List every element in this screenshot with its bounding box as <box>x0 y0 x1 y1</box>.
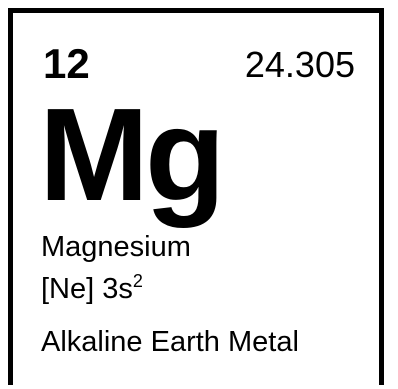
configuration-core: [Ne] 3s <box>41 273 133 305</box>
electron-configuration: [Ne] 3s2 <box>41 272 143 305</box>
element-category: Alkaline Earth Metal <box>41 326 299 358</box>
element-tile: 12 24.305 Mg Magnesium [Ne] 3s2 Alkaline… <box>8 8 384 385</box>
element-name: Magnesium <box>41 231 191 263</box>
atomic-number: 12 <box>43 40 90 87</box>
element-symbol: Mg <box>39 81 226 228</box>
configuration-superscript: 2 <box>132 271 143 291</box>
atomic-mass: 24.305 <box>244 44 355 85</box>
